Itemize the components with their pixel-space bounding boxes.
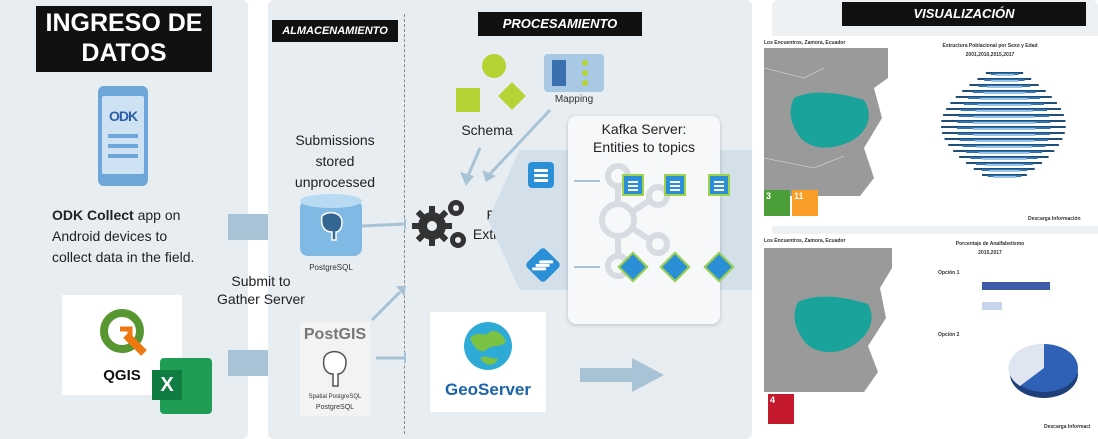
ingreso-header-text: INGRESO DE DATOS xyxy=(45,9,203,67)
pyramid-bar-left xyxy=(974,116,1005,118)
pyramid-bar-right xyxy=(1005,74,1015,76)
pyramid-bar-right xyxy=(1005,86,1022,88)
pyramid-bar-right xyxy=(1005,176,1016,178)
postgresql-icon xyxy=(300,194,362,262)
pyramid-bar-left xyxy=(980,98,1005,100)
opcion2-label: Opción 2 xyxy=(938,332,960,338)
opcion1-label: Opción 1 xyxy=(938,270,960,276)
map2 xyxy=(764,248,892,392)
sdg3-badge: 3 xyxy=(764,190,790,216)
pyramid-bar-left xyxy=(973,134,1005,136)
submissions-text: Submissions stored unprocessed xyxy=(294,132,376,190)
pyramid-bar-left xyxy=(991,80,1005,82)
postgis-card: PostGIS Spatial PostgreSQL PostgreSQL xyxy=(300,322,370,416)
pyramid-bar-left xyxy=(983,92,1005,94)
mapping-label: Mapping xyxy=(554,94,594,105)
entity-icon-1 xyxy=(528,162,554,188)
pyramid-bar-right xyxy=(1005,110,1033,112)
arrow-entity2-topic xyxy=(574,266,600,268)
odk-logo: ODK xyxy=(108,108,138,124)
download-button-1[interactable]: Descarga Información xyxy=(1028,216,1081,222)
arrow-qgis-to-postgis xyxy=(228,350,272,376)
geoserver-label: GeoServer xyxy=(445,380,531,399)
pyramid-bar-left xyxy=(989,170,1005,172)
opcion1-bar-a xyxy=(982,282,1050,290)
dashboard-bottom: Los Encuentros, Zamora, Ecuador Porcenta… xyxy=(760,234,1098,439)
dashboard-top: Los Encuentros, Zamora, Ecuador Estructu… xyxy=(760,36,1098,226)
pyramid-bar-right xyxy=(1005,128,1036,130)
topic-icon-1b xyxy=(664,174,686,196)
pyramid-bar-right xyxy=(1005,146,1032,148)
almacenamiento-header: ALMACENAMIENTO xyxy=(272,20,398,42)
opcion1-bar-b xyxy=(982,302,1002,310)
postgis-sub: Spatial PostgreSQL xyxy=(308,394,362,400)
pyramid-bar-right xyxy=(1005,104,1031,106)
mapping-icon xyxy=(544,54,604,92)
arrow-geoserver-out-head xyxy=(632,358,664,392)
arrow-odk-to-postgres xyxy=(228,214,272,240)
sdg4-badge: 4 xyxy=(768,394,794,424)
arrow-geoserver-out xyxy=(580,368,634,382)
pyramid-bar-left xyxy=(979,152,1005,154)
pyramid-bar-right xyxy=(1005,140,1034,142)
pyramid-bar-left xyxy=(982,158,1005,160)
globe-icon xyxy=(464,322,512,370)
map1-title: Los Encuentros, Zamora, Ecuador xyxy=(764,40,846,46)
pyramid-bar-left xyxy=(974,140,1005,142)
kafka-label: Kafka Server: Entities to topics xyxy=(593,121,695,155)
population-pyramid xyxy=(941,72,1066,178)
pyramid-bar-left xyxy=(987,86,1005,88)
pyramid-bar-left xyxy=(973,122,1005,124)
pyramid-bar-left xyxy=(975,110,1005,112)
pyramid-bar-left xyxy=(995,74,1005,76)
phone-icon: ODK xyxy=(98,86,148,186)
sdg11-badge: 11 xyxy=(792,190,818,216)
pyramid-bar-right xyxy=(1005,134,1035,136)
arrow-entity1-topic xyxy=(574,180,600,182)
topic-icon-1a xyxy=(622,174,644,196)
submit-text: Submit to Gather Server xyxy=(217,273,305,307)
opcion2-pie xyxy=(1008,343,1078,398)
pyramid-bar-left xyxy=(993,176,1005,178)
pyramid-bar-left xyxy=(985,164,1005,166)
topic-icon-1c xyxy=(708,174,730,196)
map1 xyxy=(764,48,888,196)
schema-label: Schema xyxy=(461,122,513,138)
pyramid-bar-right xyxy=(1005,170,1020,172)
pyramid-bar-left xyxy=(976,146,1005,148)
pyramid-bar-left xyxy=(973,128,1005,130)
odk-description: ODK Collect app on Android devices to co… xyxy=(52,207,195,265)
pyramid-bar-right xyxy=(1005,122,1036,124)
geoserver-card: GeoServer xyxy=(430,312,546,412)
ingreso-header: INGRESO DE DATOS xyxy=(36,6,212,72)
pyramid-bar-right xyxy=(1005,152,1030,154)
qgis-logo-icon xyxy=(100,309,147,356)
postgis-sub2: PostgreSQL xyxy=(315,404,355,411)
pyramid-bar-right xyxy=(1005,98,1029,100)
pyramid-bar-right xyxy=(1005,80,1019,82)
visualizacion-header: VISUALIZACIÓN xyxy=(842,2,1086,26)
postgis-elephant-icon xyxy=(322,350,347,387)
postgis-label: PostGIS xyxy=(303,326,367,343)
map2-title: Los Encuentros, Zamora, Ecuador xyxy=(764,238,846,244)
arrows-to-gears xyxy=(460,108,552,186)
pyramid-bar-right xyxy=(1005,158,1027,160)
pyramid-bar-right xyxy=(1005,92,1026,94)
download-button-2[interactable]: Descarga Informaci xyxy=(1044,424,1091,430)
elephant-icon xyxy=(320,211,343,241)
qgis-label: QGIS xyxy=(103,367,141,384)
pyramid-bar-right xyxy=(1005,164,1024,166)
pyramid-bar-left xyxy=(977,104,1005,106)
procesamiento-header: PROCESAMIENTO xyxy=(478,12,642,36)
postgresql-label: PostgreSQL xyxy=(309,263,353,272)
kafka-server-box xyxy=(568,116,720,324)
schema-shapes-icon xyxy=(456,54,526,112)
gears-icon xyxy=(412,200,466,248)
pyramid-bar-right xyxy=(1005,116,1035,118)
excel-icon: X xyxy=(152,358,212,414)
